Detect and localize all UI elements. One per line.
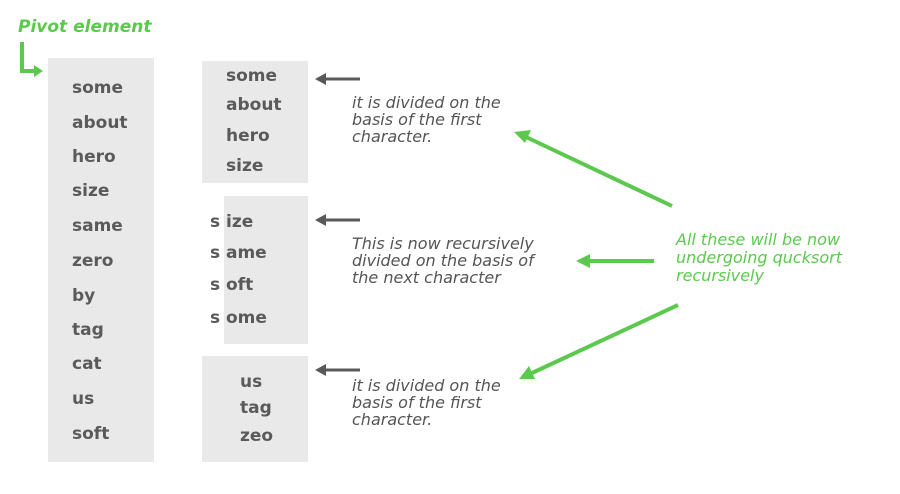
note-line: it is divided on the — [352, 93, 501, 112]
group3-box — [202, 356, 308, 462]
group1-item: some — [226, 66, 278, 86]
note-line: character. — [352, 410, 433, 429]
group3-item: zeo — [240, 426, 274, 446]
note-line: divided on the basis of — [352, 251, 534, 270]
note-line: it is divided on the — [352, 376, 501, 395]
pivot-label: Pivot element — [18, 17, 152, 37]
green-arrow-top — [514, 130, 673, 208]
main-list-item: some — [72, 78, 124, 98]
main-list-item: cat — [72, 354, 102, 374]
group1-item: about — [226, 95, 282, 115]
note-recursive: This is now recursively divided on the b… — [352, 235, 534, 286]
group2-box — [224, 196, 308, 344]
note-line: This is now recursively — [352, 234, 534, 253]
quicksort-note-line: recursively — [676, 266, 764, 285]
quicksort-note: All these will be now undergoing qucksor… — [676, 231, 842, 285]
pivot-arrow — [20, 42, 43, 77]
group2-item: ame — [226, 243, 267, 263]
green-arrow-bottom — [519, 303, 679, 379]
group1-box — [202, 61, 308, 183]
quicksort-note-line: All these will be now — [676, 230, 841, 249]
group2-prefix: s — [210, 243, 221, 263]
note-first-char-bottom: it is divided on the basis of the first … — [352, 377, 501, 428]
group1-item: size — [226, 156, 264, 176]
note-line: character. — [352, 127, 433, 146]
main-list-item: about — [72, 113, 128, 133]
gray-arrow-1 — [315, 73, 360, 85]
group2-prefix: s — [210, 308, 221, 328]
group2-prefix: s — [210, 212, 221, 232]
gray-arrow-3 — [315, 364, 360, 376]
group3-item: us — [240, 372, 263, 392]
main-list-item: same — [72, 216, 123, 236]
gray-arrow-2 — [315, 214, 360, 226]
note-line: the next character — [352, 268, 501, 287]
main-list-item: tag — [72, 320, 104, 340]
note-line: basis of the first — [352, 393, 482, 412]
group2-item: ize — [226, 212, 254, 232]
main-list-item: by — [72, 286, 96, 306]
main-list-item: soft — [72, 424, 110, 444]
note-first-char-top: it is divided on the basis of the first … — [352, 94, 501, 145]
main-list-box — [48, 58, 154, 462]
main-list-item: zero — [72, 251, 114, 271]
main-list-item: hero — [72, 147, 116, 167]
group3-item: tag — [240, 398, 272, 418]
group1-item: hero — [226, 126, 270, 146]
note-line: basis of the first — [352, 110, 482, 129]
quicksort-note-line: undergoing qucksort — [676, 248, 842, 267]
group2-item: oft — [226, 275, 254, 295]
group2-prefix: s — [210, 275, 221, 295]
main-list-item: us — [72, 389, 95, 409]
group2-item: ome — [226, 308, 267, 328]
main-list-item: size — [72, 181, 110, 201]
green-arrow-middle — [576, 254, 654, 268]
